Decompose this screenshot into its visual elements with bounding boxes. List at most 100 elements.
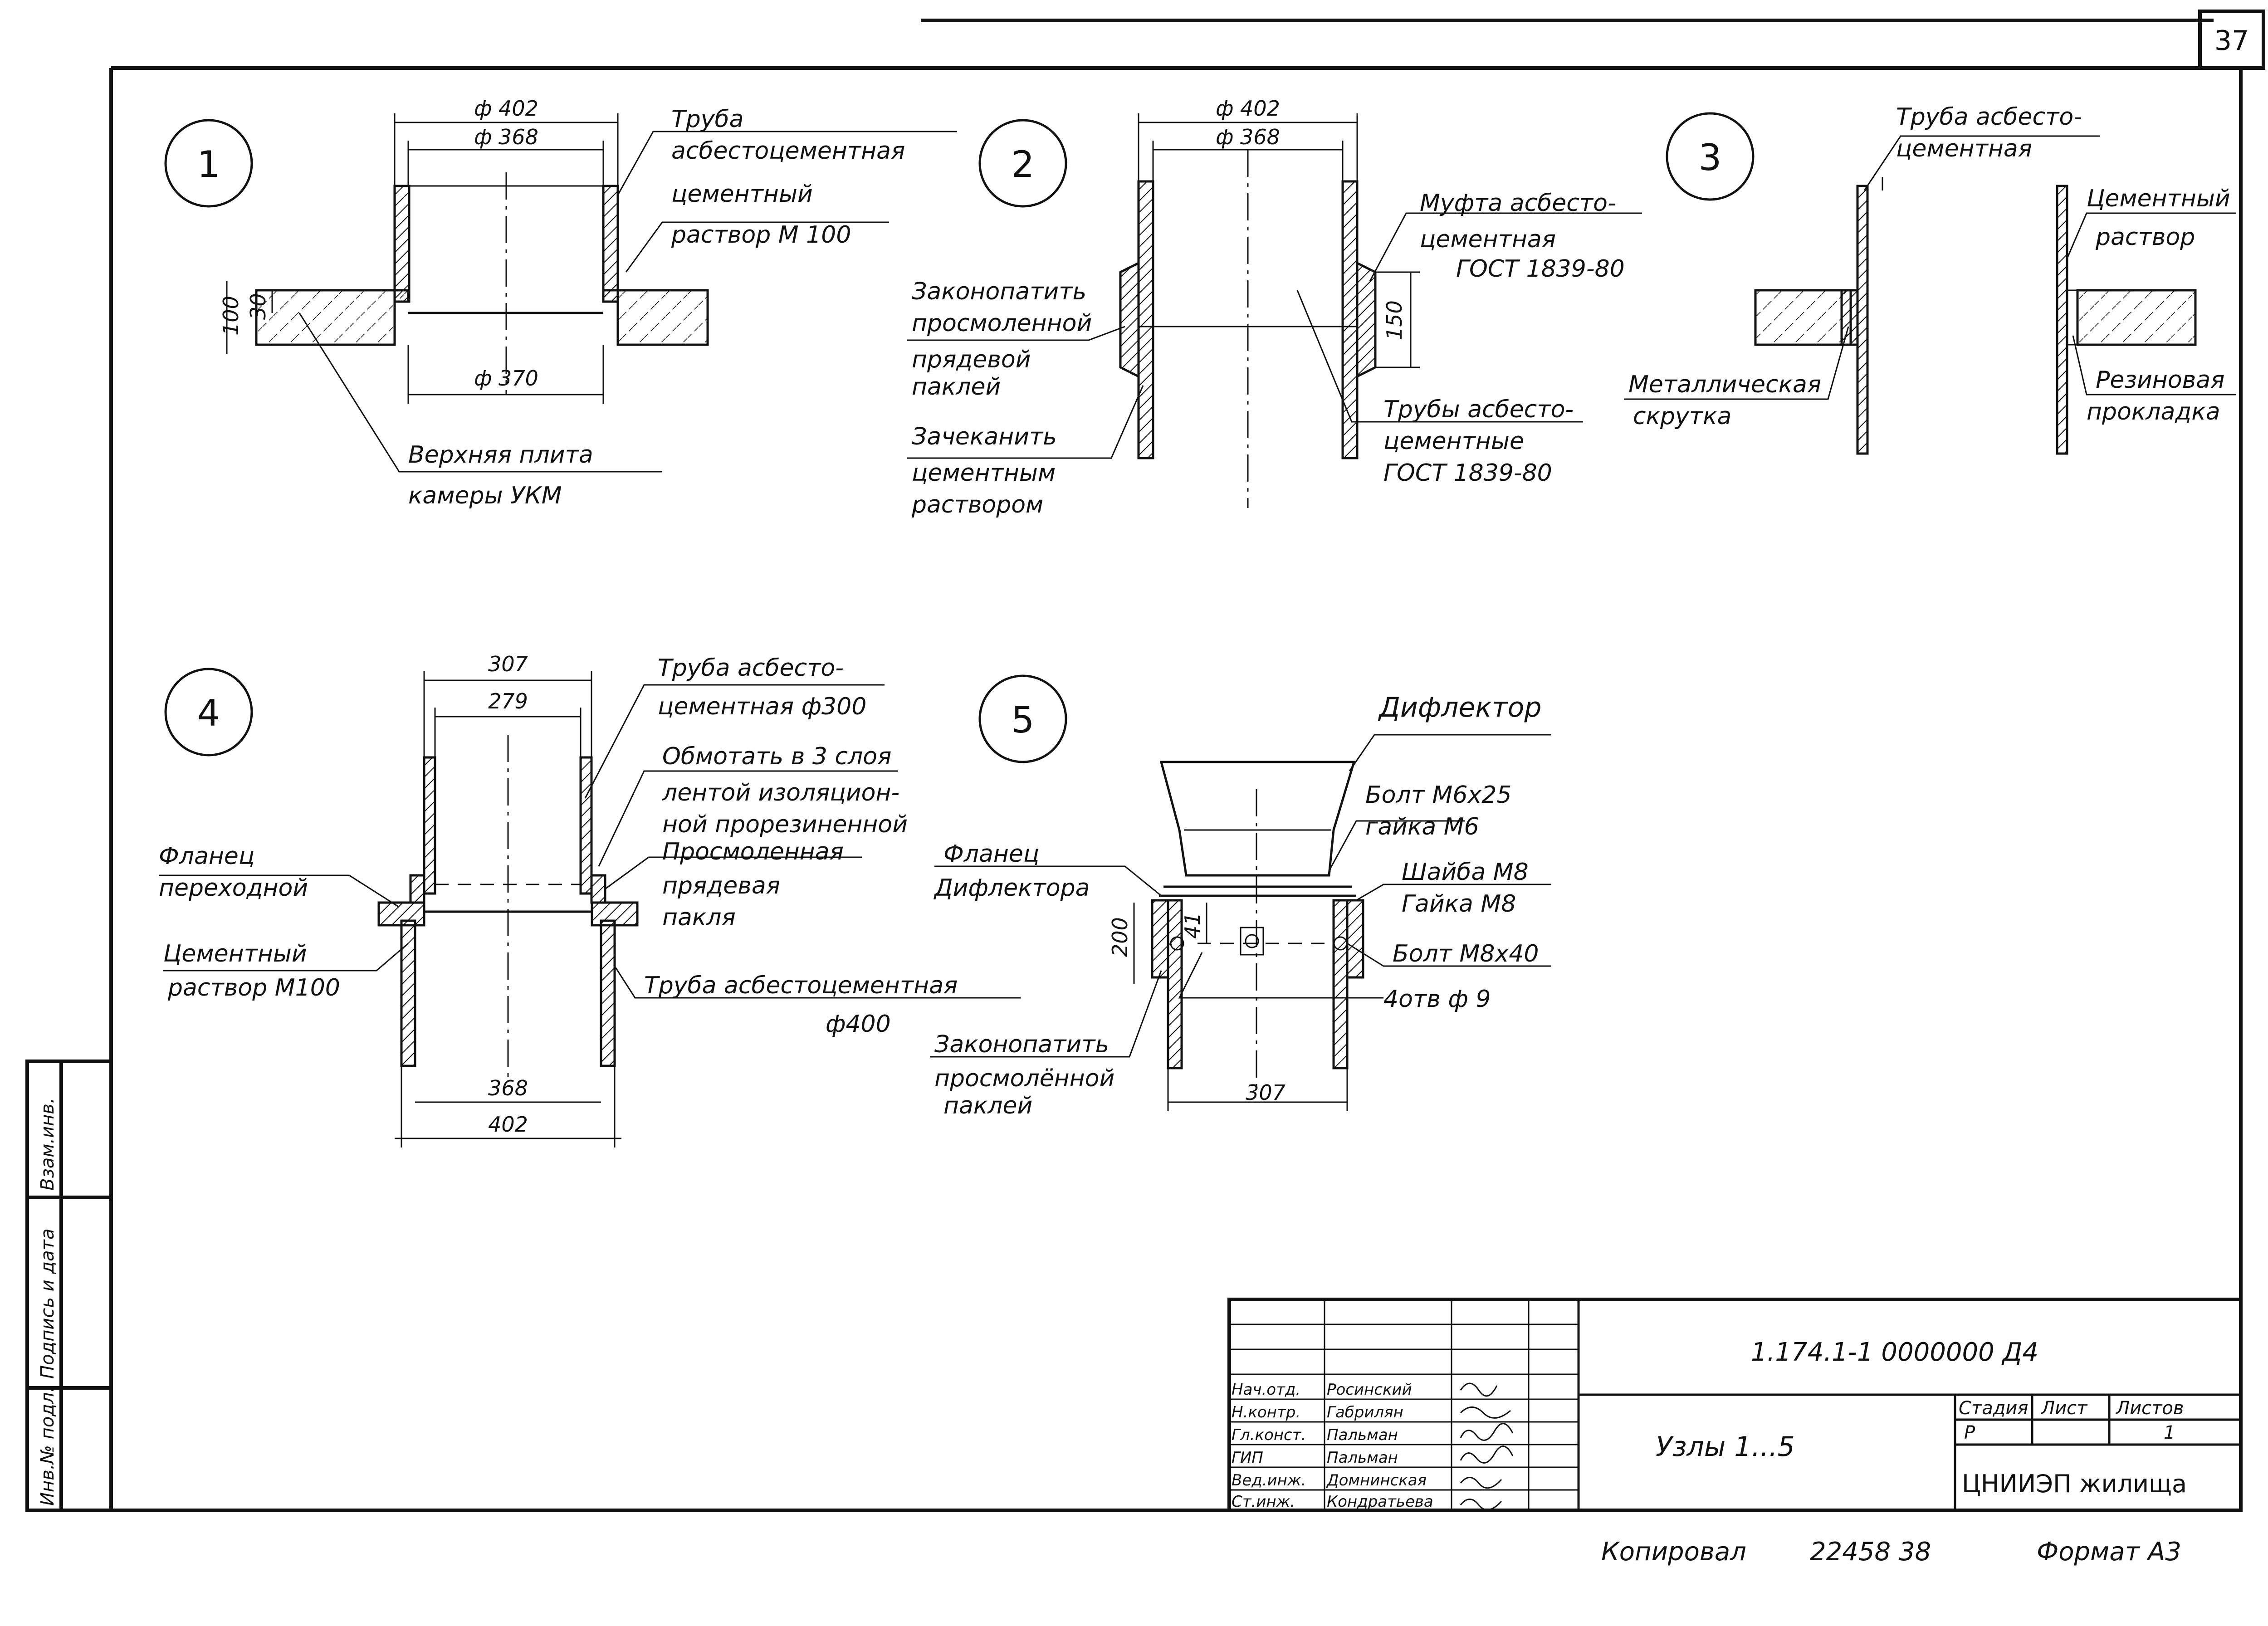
node-4-dim-402: 402 (488, 1112, 528, 1137)
left-strip-inv: Инв.№ подл. (37, 1387, 58, 1506)
role-5: Вед.инж. (1232, 1471, 1306, 1489)
sheet-header: Лист (2040, 1398, 2088, 1419)
node-5: 5 (930, 674, 1551, 1111)
node-5-caulk-2: просмолённой (934, 1065, 1114, 1092)
format-label: Формат А3 (2037, 1537, 2181, 1567)
node-2-seal-2: цементным (912, 459, 1056, 487)
node-3-gasket-1: Резиновая (2096, 366, 2224, 394)
node-1-slab-label-1: Верхняя плита (408, 441, 593, 469)
node-2-coupling-3: ГОСТ 1839-80 (1456, 255, 1625, 283)
node-3-twist-2: скрутка (1633, 403, 1731, 430)
node-1-pipe-label-1: Труба (671, 106, 743, 133)
node-4-wrap-1: Обмотать в 3 слоя (662, 743, 891, 770)
node-1-dim-100: 100 (219, 296, 243, 336)
copied-label: Копировал (1601, 1537, 1746, 1567)
copied-number: 22458 38 (1810, 1537, 1931, 1567)
node-1-slab-label-2: камеры УКМ (408, 482, 562, 509)
node-4-number: 4 (197, 692, 220, 734)
node-2-pipes-2: цементные (1383, 428, 1524, 455)
node-5-number: 5 (1012, 699, 1035, 741)
name-2: Габрилян (1327, 1403, 1403, 1421)
signatures (1460, 1382, 1514, 1511)
node-4-pipe400-1: Труба асбестоцементная (644, 972, 958, 999)
node-3-pipe-1: Труба асбесто- (1896, 103, 2082, 131)
role-2: Н.контр. (1232, 1403, 1300, 1421)
role-6: Ст.инж. (1232, 1493, 1295, 1511)
name-6: Кондратьева (1327, 1493, 1433, 1511)
node-5-flange-1: Фланец (943, 840, 1039, 868)
name-5: Домнинская (1326, 1471, 1427, 1489)
node-4-wrap-3: ной прорезиненной (662, 811, 908, 838)
node-1-dim-402: ф 402 (474, 96, 538, 121)
node-5-bolt6-2: гайка М6 (1365, 813, 1479, 840)
node-3-number: 3 (1699, 137, 1722, 179)
node-1-dim-30: 30 (246, 293, 270, 320)
title-block (1227, 1298, 2243, 1512)
node-4-mortar-2: раствор М100 (167, 974, 340, 1001)
node-4-mortar-1: Цементный (163, 940, 307, 967)
node-3-gasket-2: прокладка (2087, 398, 2220, 425)
role-1: Нач.отд. (1232, 1381, 1300, 1399)
node-4-tow-1: Просмоленная (662, 838, 844, 865)
name-3: Пальман (1327, 1426, 1398, 1444)
sheet-title: Узлы 1...5 (1656, 1431, 1795, 1463)
node-4-wrap-2: лентой изоляцион- (662, 779, 899, 806)
sheet-number: 37 (2214, 25, 2249, 57)
node-3-twist-1: Металлическая (1628, 371, 1821, 398)
node-4-pipe300-1: Труба асбесто- (658, 654, 844, 682)
node-3-mortar-2: раствор (2095, 224, 2195, 251)
node-2-pipes-1: Трубы асбесто- (1383, 396, 1574, 423)
node-1-mortar-label-1: цементный (671, 181, 813, 208)
sheets-total: 1 (2164, 1422, 2175, 1443)
sheets-header: Листов (2115, 1398, 2184, 1419)
node-4-flange-1: Фланец (159, 843, 254, 870)
node-1-mortar-label-2: раствор М 100 (671, 221, 851, 249)
node-2-seal-1: Зачеканить (912, 423, 1057, 450)
node-2-caulk-1: Законопатить (912, 278, 1086, 305)
node-2-number: 2 (1012, 143, 1035, 186)
node-3-mortar-1: Цементный (2087, 185, 2230, 212)
node-5-caulk-3: паклей (943, 1092, 1032, 1119)
node-1-dim-368: ф 368 (474, 125, 538, 149)
node-1-dim-370: ф 370 (474, 366, 538, 391)
node-4-pipe400-2: ф400 (826, 1011, 891, 1038)
node-2-dim-368: ф 368 (1216, 125, 1280, 149)
node-5-washer-1: Шайба М8 (1402, 859, 1529, 886)
name-1: Росинский (1327, 1381, 1412, 1399)
doc-code: 1.174.1-1 0000000 Д4 (1751, 1338, 2038, 1367)
node-2-caulk-3: прядевой (912, 346, 1031, 373)
node-2: 2 (907, 113, 1642, 508)
node-4-dim-279: 279 (488, 689, 528, 713)
left-strip (25, 1060, 113, 1512)
node-4-dim-368: 368 (488, 1076, 528, 1100)
node-5-washer-2: Гайка М8 (1402, 890, 1516, 918)
stage-header: Стадия (1959, 1398, 2028, 1419)
node-5-holes: 4отв ф 9 (1383, 986, 1491, 1013)
node-4-flange-2: переходной (159, 874, 308, 902)
left-strip-replace: Взам.инв. (37, 1098, 58, 1191)
node-2-coupling-1: Муфта асбесто- (1420, 190, 1616, 217)
node-2-seal-3: раствором (911, 491, 1043, 518)
node-1: 1 (164, 113, 957, 473)
node-4: 4 (159, 668, 1021, 1147)
node-2-dim-402: ф 402 (1216, 96, 1280, 121)
node-4-pipe300-2: цементная ф300 (658, 693, 866, 720)
node-5-caulk-1: Законопатить (934, 1031, 1109, 1058)
name-4: Пальман (1327, 1449, 1398, 1467)
left-strip-sign: Подпись и дата (37, 1229, 58, 1379)
node-1-pipe-label-2: асбестоцементная (671, 137, 905, 165)
node-5-bolt6-1: Болт М6х25 (1365, 781, 1511, 809)
role-4: ГИП (1232, 1449, 1263, 1467)
node-3: 3 (1624, 112, 2236, 455)
node-4-tow-3: пакля (662, 904, 736, 931)
node-2-caulk-4: паклей (912, 373, 1001, 400)
node-2-pipes-3: ГОСТ 1839-80 (1383, 459, 1552, 487)
stage-value: Р (1964, 1422, 1975, 1443)
node-2-coupling-2: цементная (1420, 226, 1556, 253)
node-4-dim-307: 307 (488, 652, 528, 676)
node-2-caulk-2: просмоленной (912, 310, 1092, 337)
node-1-number: 1 (197, 143, 220, 186)
node-2-dim-150: 150 (1382, 300, 1407, 340)
organization: ЦНИИЭП жилища (1962, 1470, 2187, 1498)
